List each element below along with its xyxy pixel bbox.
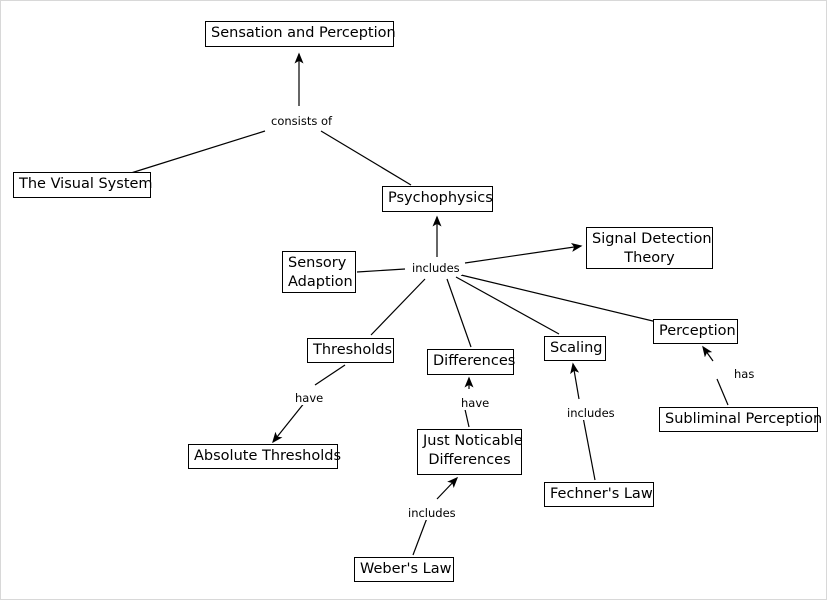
edge-line: [314, 364, 346, 386]
edge-line: [412, 517, 428, 556]
node-thresholds[interactable]: Thresholds: [307, 338, 394, 363]
link-label-consists_of[interactable]: consists of: [269, 114, 335, 128]
node-subliminal_perception[interactable]: Subliminal Perception: [659, 407, 822, 432]
edges: [130, 52, 729, 556]
edge-line: [446, 278, 472, 348]
edge-line: [702, 345, 714, 362]
link-label-includes_scaling[interactable]: includes: [565, 406, 617, 420]
node-just_noticable_differences[interactable]: Just Noticable Differences: [417, 429, 523, 475]
node-perception[interactable]: Perception: [653, 319, 738, 344]
link-label-have_differences[interactable]: have: [459, 396, 492, 410]
edge-line: [716, 378, 729, 406]
node-visual_system[interactable]: The Visual System: [13, 172, 153, 198]
link-label-has_perception[interactable]: has: [732, 367, 757, 381]
node-differences[interactable]: Differences: [427, 349, 515, 375]
edge-line: [130, 130, 266, 174]
node-sensory_adaption[interactable]: Sensory Adaption: [282, 251, 356, 293]
edge-line: [570, 362, 580, 400]
edge-line: [460, 274, 658, 323]
edge-line: [436, 476, 459, 500]
edge-line: [370, 278, 426, 336]
link-label-includes_hub[interactable]: includes: [410, 261, 462, 275]
edge-line: [464, 242, 583, 264]
edge-line: [455, 276, 560, 335]
node-psychophysics[interactable]: Psychophysics: [382, 186, 493, 212]
edge-line: [272, 401, 306, 444]
node-fechners_law[interactable]: Fechner's Law: [544, 482, 654, 507]
node-sensation_perception[interactable]: Sensation and Perception: [205, 21, 396, 47]
node-absolute_thresholds[interactable]: Absolute Thresholds: [188, 444, 341, 469]
link-label-includes_jnd[interactable]: includes: [406, 506, 458, 520]
edge-line: [582, 416, 596, 481]
node-scaling[interactable]: Scaling: [544, 336, 606, 361]
edge-line: [356, 268, 406, 273]
link-label-have_thresholds[interactable]: have: [293, 391, 326, 405]
node-signal_detection_theory[interactable]: Signal Detection Theory: [586, 227, 713, 269]
node-webers_law[interactable]: Weber's Law: [354, 557, 454, 582]
edge-line: [320, 130, 412, 186]
